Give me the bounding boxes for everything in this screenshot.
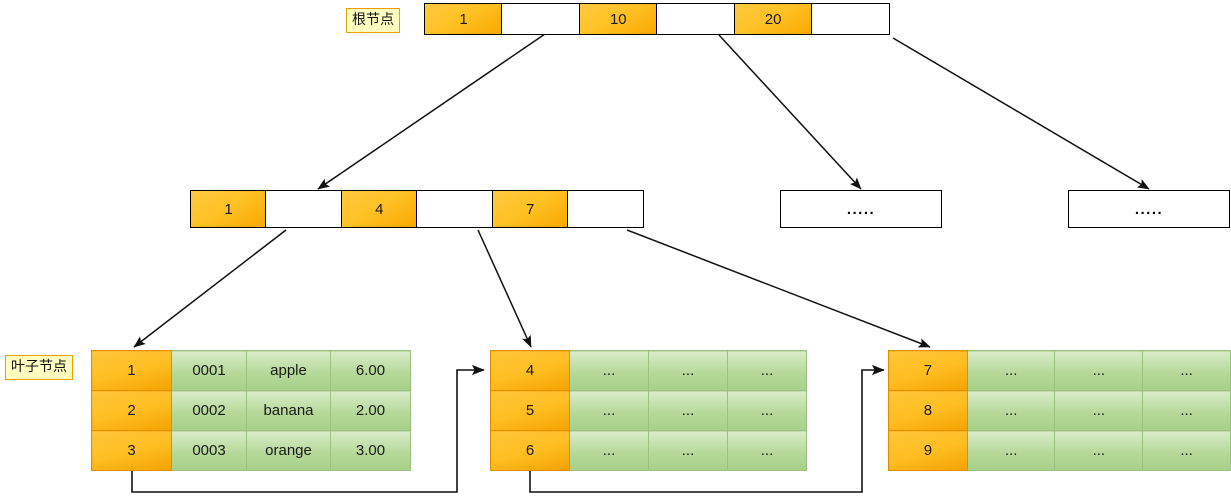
leaf-2-col-2-0: ... (569, 430, 649, 471)
internal-cell-pointer-2[interactable] (567, 190, 645, 228)
table-row[interactable]: 6 ... ... ... (490, 430, 807, 471)
table-row[interactable]: 4 ... ... ... (490, 350, 807, 391)
edge-internal-to-leaf-2 (477, 229, 532, 348)
leaf-1-col-1-0: 0002 (171, 390, 247, 431)
edge-root-to-sibling-middle (718, 34, 862, 190)
root-cell-key-2[interactable]: 20 (733, 3, 813, 35)
internal-sibling-middle[interactable]: ..... (780, 190, 942, 228)
leaf-node-1[interactable]: 1 0001 apple 6.00 2 0002 banana 2.00 3 0… (91, 350, 411, 471)
leaf-3-col-1-2: ... (1142, 390, 1231, 431)
leaf-2-col-1-2: ... (727, 390, 807, 431)
internal-cell-pointer-0[interactable] (265, 190, 343, 228)
leaf-2-key-1: 5 (490, 390, 570, 431)
leaf-1-col-2-0: 0003 (171, 430, 247, 471)
leaf-1-col-1-2: 2.00 (330, 390, 411, 431)
leaf-2-col-1-0: ... (569, 390, 649, 431)
leaf-1-key-2: 3 (91, 430, 172, 471)
leaf-3-col-0-2: ... (1142, 350, 1231, 391)
leaf-2-col-0-2: ... (727, 350, 807, 391)
leaf-3-col-0-1: ... (1054, 350, 1144, 391)
leaf-1-key-1: 2 (91, 390, 172, 431)
leaf-3-col-2-2: ... (1142, 430, 1231, 471)
leaf-node-2[interactable]: 4 ... ... ... 5 ... ... ... 6 ... ... ..… (490, 350, 807, 471)
leaf-1-key-0: 1 (91, 350, 172, 391)
leaf-1-col-0-2: 6.00 (330, 350, 411, 391)
internal-node[interactable]: 1 4 7 (190, 190, 645, 228)
leaf-3-col-1-0: ... (966, 390, 1056, 431)
table-row[interactable]: 2 0002 banana 2.00 (91, 390, 411, 431)
leaf-3-col-2-0: ... (966, 430, 1056, 471)
leaf-node-label: 叶子节点 (5, 355, 73, 380)
root-node-label: 根节点 (346, 8, 400, 33)
edge-root-to-sibling-right (892, 37, 1150, 190)
leaf-1-col-0-0: 0001 (171, 350, 247, 391)
root-cell-pointer-2[interactable] (811, 3, 891, 35)
leaf-3-col-0-0: ... (966, 350, 1056, 391)
table-row[interactable]: 3 0003 orange 3.00 (91, 430, 411, 471)
leaf-2-col-2-1: ... (648, 430, 728, 471)
leaf-2-col-2-2: ... (727, 430, 807, 471)
root-cell-pointer-1[interactable] (656, 3, 736, 35)
root-cell-pointer-0[interactable] (501, 3, 581, 35)
table-row[interactable]: 7 ... ... ... (888, 350, 1231, 391)
table-row[interactable]: 9 ... ... ... (888, 430, 1231, 471)
leaf-3-key-0: 7 (888, 350, 968, 391)
internal-cell-key-1[interactable]: 4 (340, 190, 418, 228)
leaf-3-key-2: 9 (888, 430, 968, 471)
leaf-3-col-1-1: ... (1054, 390, 1144, 431)
root-cell-key-0[interactable]: 1 (424, 3, 503, 35)
leaf-3-col-2-1: ... (1054, 430, 1144, 471)
internal-cell-key-2[interactable]: 7 (491, 190, 569, 228)
leaf-2-key-2: 6 (490, 430, 570, 471)
table-row[interactable]: 5 ... ... ... (490, 390, 807, 431)
leaf-node-3[interactable]: 7 ... ... ... 8 ... ... ... 9 ... ... ..… (888, 350, 1231, 471)
internal-cell-pointer-1[interactable] (416, 190, 494, 228)
leaf-1-col-2-2: 3.00 (330, 430, 411, 471)
leaf-1-col-1-1: banana (246, 390, 331, 431)
leaf-1-col-0-1: apple (246, 350, 331, 391)
internal-sibling-right[interactable]: ..... (1068, 190, 1230, 228)
leaf-2-col-0-0: ... (569, 350, 649, 391)
edge-internal-to-leaf-1 (133, 229, 287, 348)
internal-cell-key-0[interactable]: 1 (190, 190, 267, 228)
edge-internal-to-leaf-3 (626, 229, 931, 348)
leaf-2-col-0-1: ... (648, 350, 728, 391)
leaf-3-key-1: 8 (888, 390, 968, 431)
root-cell-key-1[interactable]: 10 (578, 3, 658, 35)
leaf-2-key-0: 4 (490, 350, 570, 391)
root-node[interactable]: 1 10 20 (424, 3, 891, 35)
table-row[interactable]: 1 0001 apple 6.00 (91, 350, 411, 391)
leaf-1-col-2-1: orange (246, 430, 331, 471)
edge-root-to-internal-left (317, 33, 546, 190)
table-row[interactable]: 8 ... ... ... (888, 390, 1231, 431)
leaf-2-col-1-1: ... (648, 390, 728, 431)
